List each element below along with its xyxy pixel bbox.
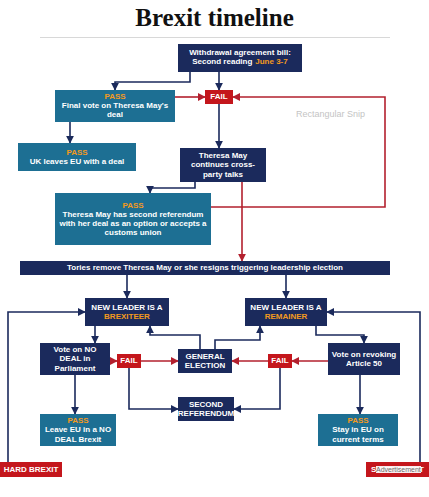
process-band: Tories remove Theresa May or she resigns… — [20, 261, 390, 275]
node-text: SECOND REFERENDUM — [178, 400, 234, 418]
outcome-box: PASSStay in EU on current terms — [318, 414, 398, 446]
flow-connector — [150, 182, 195, 193]
outcome-box: PASSTheresa May has second referendum wi… — [55, 193, 211, 245]
flow-connector — [74, 375, 76, 414]
flow-connector — [115, 72, 190, 90]
outcome-box: PASSLeave EU in a NO DEAL Brexit — [40, 414, 116, 446]
node-text: PASS — [347, 416, 368, 425]
flow-connector — [285, 275, 287, 298]
watermark-text: Rectangular Snip — [296, 109, 365, 119]
leader-box: NEW LEADER IS ABREXITEER — [85, 298, 169, 326]
node-text: UK leaves EU with a deal — [30, 157, 125, 166]
process-box: SECOND REFERENDUM — [178, 397, 234, 421]
advert-text: Advertisement — [376, 466, 421, 473]
node-text: Theresa May continues cross-party talks — [183, 151, 263, 179]
flow-connector — [150, 326, 200, 349]
node-text: GENERAL ELECTION — [181, 352, 229, 370]
node-text: PASS — [122, 201, 143, 210]
node-text: Stay in EU on current terms — [321, 425, 395, 443]
flow-connector — [215, 326, 260, 349]
flow-connector — [126, 275, 128, 298]
flow-connector — [316, 326, 364, 343]
node-text: REMAINER — [265, 312, 308, 321]
process-box: GENERAL ELECTION — [178, 349, 232, 373]
node-text: PASS — [104, 92, 125, 101]
flow-connector — [94, 326, 96, 343]
result-box: HARD BREXIT — [0, 462, 62, 477]
flow-connector — [234, 368, 280, 409]
node-text: Tories remove Theresa May or she resigns… — [67, 263, 343, 272]
flow-connector — [175, 96, 205, 98]
node-text: Theresa May has second referendum with h… — [58, 210, 208, 238]
flow-connector — [218, 72, 220, 90]
flow-connector — [241, 182, 243, 261]
flow-connector — [359, 375, 361, 414]
leader-box: NEW LEADER IS AREMAINER — [245, 298, 327, 326]
process-box: Vote on revoking Article 50 — [328, 343, 400, 375]
flow-connector — [110, 360, 117, 362]
node-text: Vote on NO DEAL in Parliament — [43, 345, 107, 373]
flow-connector — [141, 360, 178, 362]
node-text: Vote on revoking Article 50 — [331, 350, 397, 368]
node-text: FAIL — [120, 356, 137, 365]
node-text: HARD BREXIT — [4, 465, 59, 474]
node-text: FAIL — [210, 92, 227, 101]
process-box: Withdrawal agreement bill: Second readin… — [178, 44, 302, 72]
node-text: NEW LEADER IS A — [250, 303, 321, 312]
fail-box: FAIL — [117, 354, 141, 368]
process-box: Vote on NO DEAL in Parliament — [40, 343, 110, 375]
flow-connector — [129, 368, 178, 409]
node-text: PASS — [67, 416, 88, 425]
outcome-box: PASSFinal vote on Theresa May's deal — [55, 90, 175, 122]
node-text: NEW LEADER IS A — [91, 303, 162, 312]
flow-connector — [69, 122, 71, 143]
process-box: Theresa May continues cross-party talks — [180, 148, 266, 182]
diagram-title: Brexit timeline — [0, 4, 429, 32]
node-text: Leave EU in a NO DEAL Brexit — [43, 425, 113, 443]
node-text: FAIL — [271, 356, 288, 365]
flow-connector — [232, 360, 268, 362]
node-text: June 3-7 — [255, 57, 287, 66]
flow-connector — [218, 104, 220, 148]
node-text: Final vote on Theresa May's deal — [58, 101, 172, 119]
node-text: BREXITEER — [104, 312, 150, 321]
outcome-box: PASSUK leaves EU with a deal — [18, 143, 136, 171]
fail-box: FAIL — [268, 354, 292, 368]
flow-connector — [292, 360, 328, 362]
fail-box: FAIL — [205, 90, 233, 104]
title-rule — [40, 37, 390, 38]
node-text: PASS — [66, 148, 87, 157]
